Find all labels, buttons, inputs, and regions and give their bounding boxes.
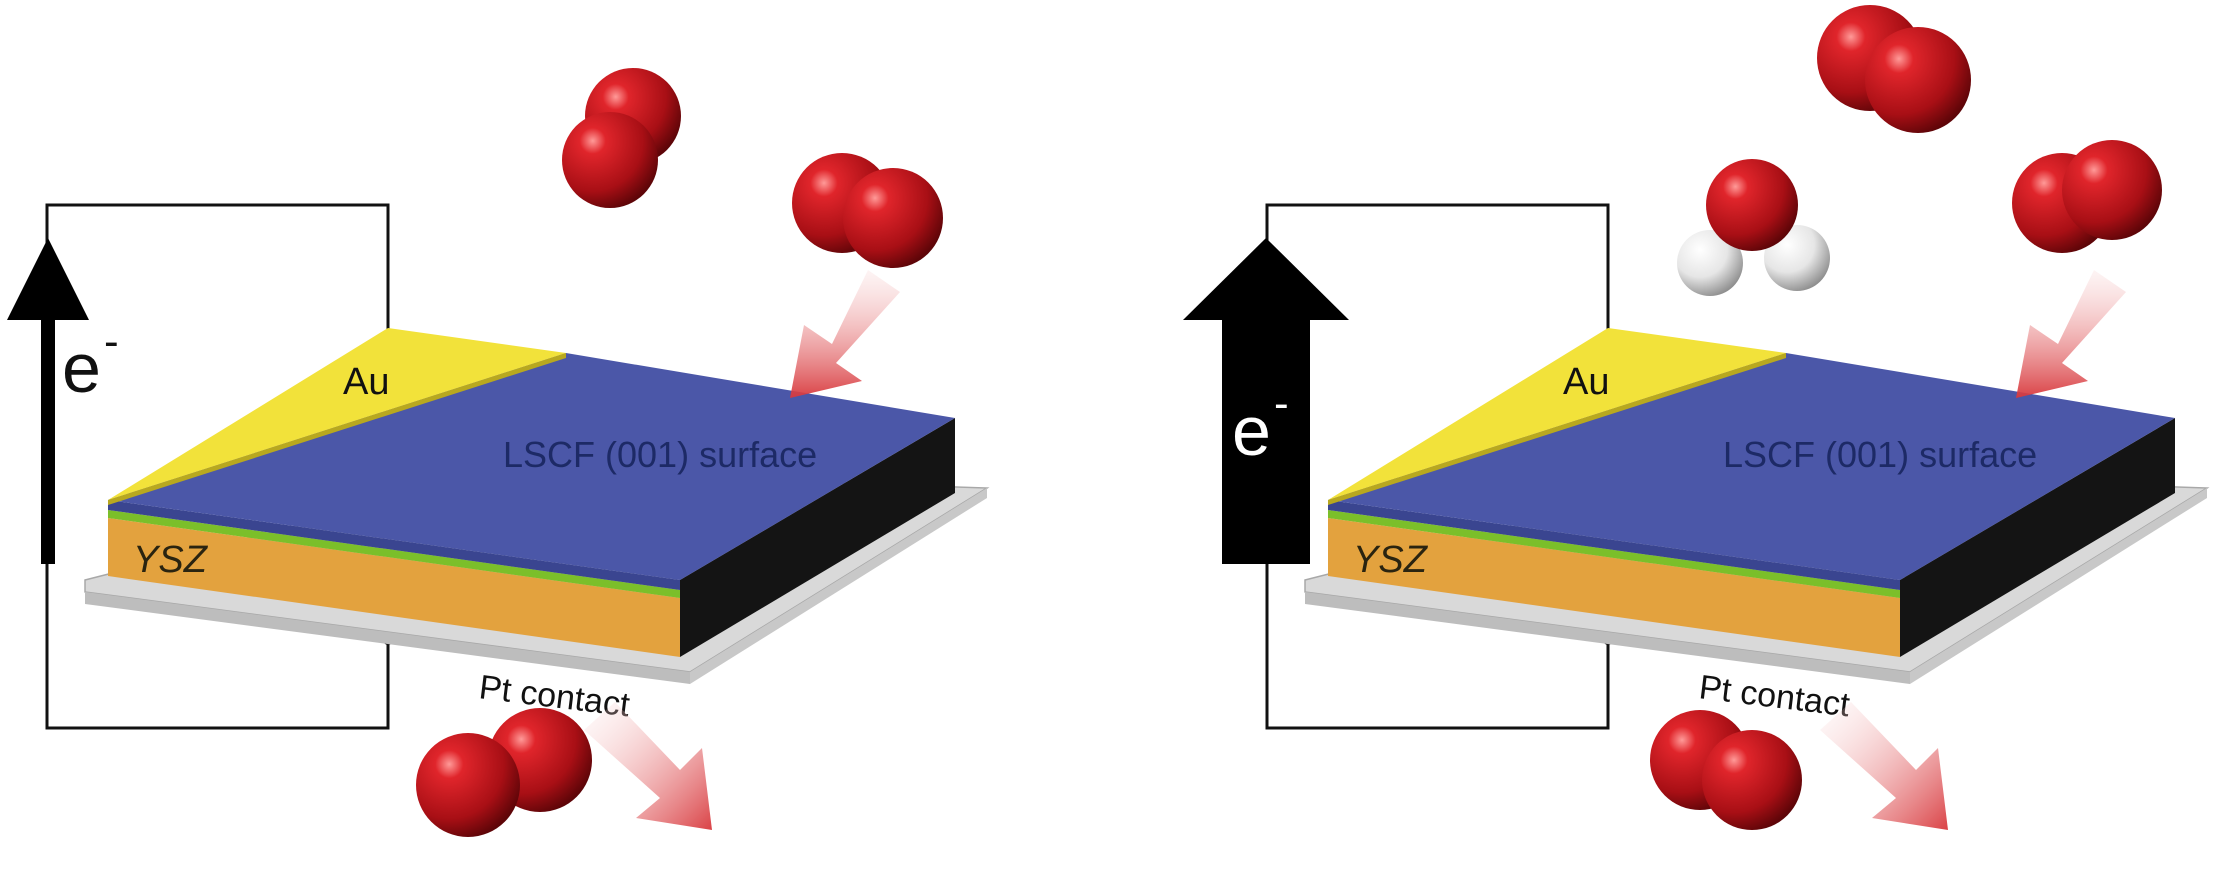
lscf-edge xyxy=(108,500,680,590)
panel-right: e - Au LSCF (001) surface YSZ Pt contact xyxy=(1183,5,2210,830)
electron-label-sup: - xyxy=(1274,379,1289,428)
interlayer xyxy=(108,510,680,598)
incoming-arrow xyxy=(790,270,900,398)
incoming-arrow xyxy=(2016,270,2126,398)
au-electrode-edge xyxy=(1328,353,1786,505)
lscf-edge xyxy=(1328,500,1900,590)
au-electrode xyxy=(108,328,566,500)
lscf-surface xyxy=(108,353,955,580)
panel-left: e - Au LSCF (001) surface YSZ Pt contact xyxy=(7,68,990,837)
au-electrode-edge xyxy=(108,353,566,505)
pt-plate-side xyxy=(1910,488,2207,684)
electron-label: e xyxy=(1232,392,1271,470)
surface-label: LSCF (001) surface xyxy=(503,434,817,475)
electron-flow-arrow xyxy=(1183,238,1349,564)
ysz-layer xyxy=(1328,518,1900,657)
o2-molecule xyxy=(562,68,681,208)
ysz-layer xyxy=(108,518,680,657)
electron-label: e xyxy=(62,329,101,407)
outgoing-arrow xyxy=(1820,702,1948,830)
cell-side xyxy=(680,418,955,657)
o2-molecule xyxy=(1650,710,1802,830)
interlayer xyxy=(1328,510,1900,598)
pt-plate-side xyxy=(690,488,987,684)
au-label: Au xyxy=(1563,361,1609,403)
au-electrode xyxy=(1328,328,1786,500)
electron-label-sup: - xyxy=(104,317,119,366)
au-label: Au xyxy=(343,361,389,403)
surface-label: LSCF (001) surface xyxy=(1723,434,2037,475)
pt-plate-edge xyxy=(1305,592,1910,684)
o2-molecule xyxy=(1817,5,1971,133)
cell-side xyxy=(1900,418,2175,657)
ysz-label: YSZ xyxy=(1353,539,1429,581)
lscf-surface xyxy=(1328,353,2175,580)
o2-molecule xyxy=(416,708,592,837)
outgoing-arrow xyxy=(584,702,712,830)
o2-molecule xyxy=(792,153,943,268)
o2-molecule xyxy=(2012,140,2162,253)
pt-plate-edge xyxy=(85,592,690,684)
ysz-label: YSZ xyxy=(133,539,209,581)
electron-flow-arrow xyxy=(7,238,89,564)
h2o-molecule xyxy=(1677,159,1830,296)
